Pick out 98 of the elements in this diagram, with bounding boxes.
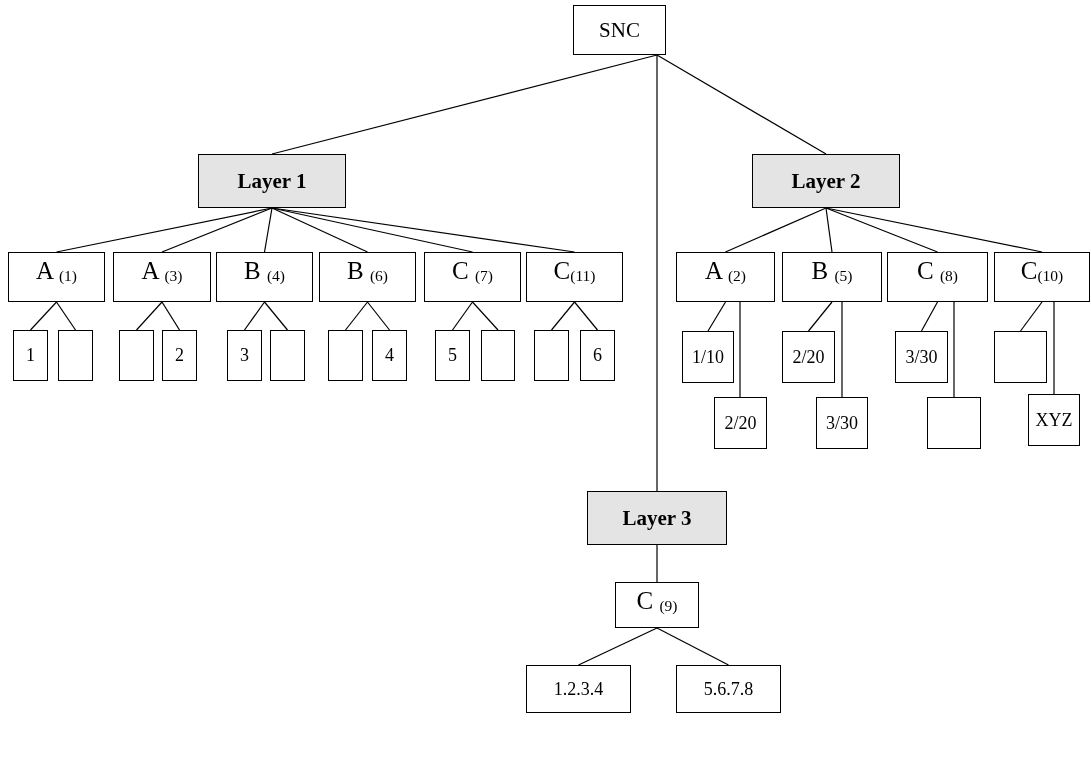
connector-line [161, 301, 181, 331]
connector-line [656, 54, 827, 155]
box-label: 5.6.7.8 [703, 678, 754, 700]
root-box [573, 5, 666, 55]
box-label: A $_{(1)}$ [36, 257, 77, 285]
connector-line [263, 207, 273, 253]
box-label: 3 [240, 345, 249, 366]
box-label: Layer 1 [237, 168, 307, 194]
box-label: XYZ [1035, 409, 1073, 431]
empty-box [534, 330, 569, 381]
box-label: 1 [26, 345, 35, 366]
layer-box [752, 154, 900, 208]
box-label: C $_{(8)}$ [917, 257, 958, 285]
empty-box [927, 397, 981, 449]
connector-line [739, 301, 741, 398]
item-box [227, 330, 262, 381]
box-label: B $_{(5)}$ [811, 257, 853, 285]
connector-line [953, 301, 955, 398]
connector-line [366, 301, 391, 331]
connector-line [29, 301, 58, 331]
category-box [113, 252, 211, 302]
connector-line [471, 301, 499, 331]
category-box [994, 252, 1090, 302]
category-box [526, 252, 623, 302]
box-label: 2 [175, 345, 184, 366]
item-box [526, 665, 631, 713]
connector-line [161, 207, 273, 253]
connector-line [577, 627, 658, 666]
box-label: 1/10 [692, 346, 724, 368]
empty-box [119, 330, 154, 381]
box-label: 5 [448, 345, 457, 366]
box-label: 3/30 [826, 412, 858, 434]
connector-line [825, 207, 833, 253]
item-box [13, 330, 48, 381]
connector-line [271, 207, 369, 253]
item-box [372, 330, 407, 381]
box-label: A $_{(2)}$ [705, 257, 746, 285]
connector-line [656, 627, 730, 666]
connector-line [550, 301, 576, 331]
box-label: C$_{(11)}$ [553, 257, 596, 285]
empty-box [58, 330, 93, 381]
category-box [676, 252, 775, 302]
category-box [216, 252, 313, 302]
item-box [682, 331, 734, 383]
connector-line [263, 301, 289, 331]
box-label: 1.2.3.4 [553, 678, 604, 700]
connector-line [807, 301, 833, 332]
item-box [816, 397, 868, 449]
box-label: C$_{(10)}$ [1020, 257, 1064, 285]
empty-box [328, 330, 363, 381]
connector-line [1053, 301, 1055, 395]
box-label: 3/30 [905, 346, 938, 368]
connector-line [724, 207, 827, 253]
empty-box [994, 331, 1047, 383]
connector-line [656, 54, 658, 492]
empty-box [481, 330, 515, 381]
layer-box [587, 491, 727, 545]
category-box [782, 252, 882, 302]
category-box [887, 252, 988, 302]
box-label: SNC [599, 17, 640, 43]
connector-line [344, 301, 369, 331]
empty-box [270, 330, 305, 381]
connector-line [271, 54, 658, 155]
box-label: A $_{(3)}$ [141, 257, 183, 285]
connector-line [451, 301, 474, 331]
connector-line [135, 301, 163, 331]
category-box [615, 582, 699, 628]
box-label: 2/20 [724, 412, 757, 434]
box-label: 2/20 [792, 346, 825, 368]
item-box [580, 330, 615, 381]
box-label: C $_{(7)}$ [452, 257, 493, 285]
box-label: C $_{(9)}$ [636, 587, 678, 615]
box-label: Layer 3 [622, 505, 692, 531]
category-box [424, 252, 521, 302]
category-box [8, 252, 105, 302]
item-box [782, 331, 835, 383]
item-box [162, 330, 197, 381]
item-box [714, 397, 767, 449]
category-box [319, 252, 416, 302]
connector-line [841, 301, 843, 398]
box-label: 6 [593, 345, 602, 366]
connector-line [1019, 301, 1043, 332]
item-box [435, 330, 470, 381]
item-box [676, 665, 781, 713]
item-box [1028, 394, 1080, 446]
box-label: Layer 2 [791, 168, 861, 194]
connector-line [656, 544, 658, 583]
connector-line [920, 301, 939, 332]
connector-line [825, 207, 939, 253]
connector-line [707, 301, 727, 332]
box-label: B $_{(4)}$ [244, 257, 285, 285]
connector-line [55, 301, 77, 331]
box-label: 4 [385, 345, 394, 366]
connector-line [573, 301, 599, 331]
box-label: B $_{(6)}$ [347, 257, 388, 285]
connector-line [243, 301, 266, 331]
layer-box [198, 154, 346, 208]
item-box [895, 331, 948, 383]
